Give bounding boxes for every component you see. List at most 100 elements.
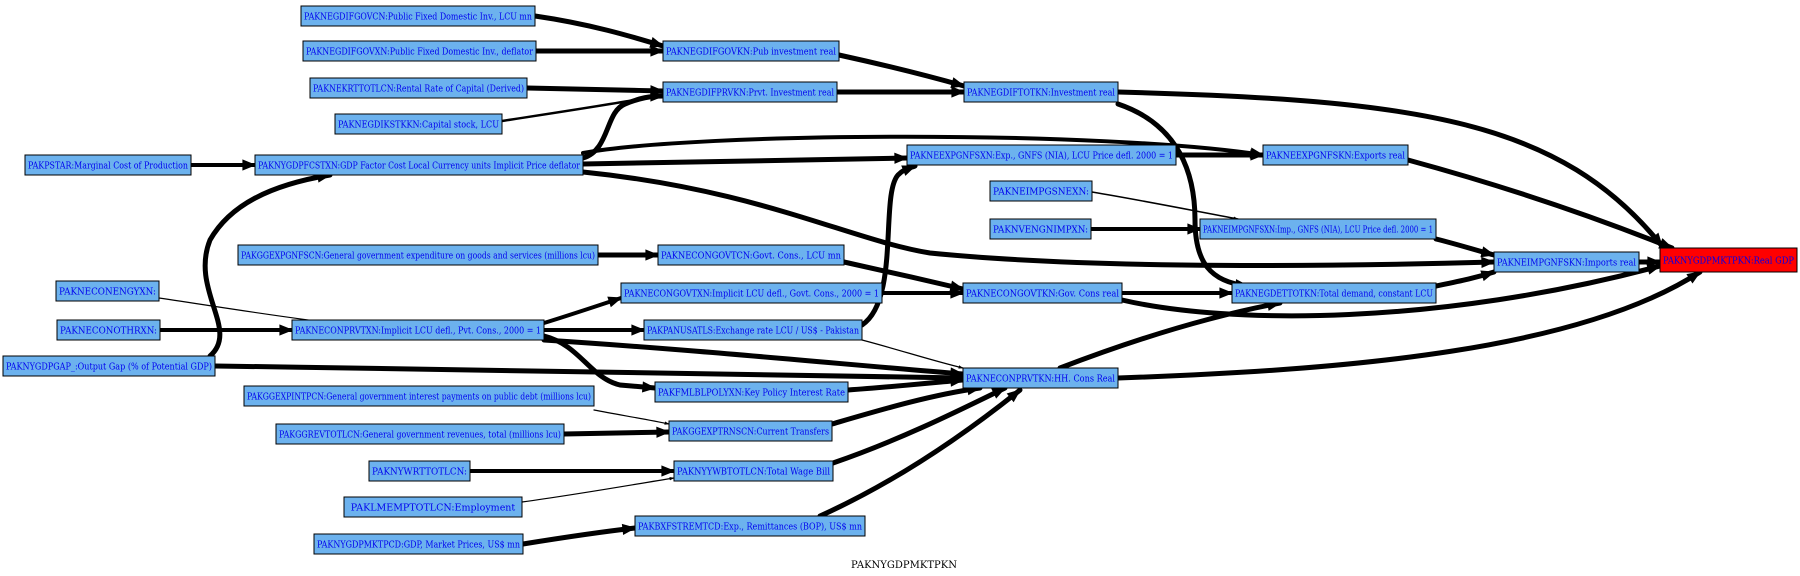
graph-node[interactable]: PAKNEGDIFGOVXN:Public Fixed Domestic Inv…	[302, 40, 537, 62]
node-label: PAKNEKRTTOTLCN:Rental Rate of Capital (D…	[313, 84, 524, 95]
edge-n31-to-n34	[1057, 299, 1283, 371]
graph-node[interactable]: PAKNEIMPGNFSXN:Imp., GNFS (NIA), LCU Pri…	[1199, 218, 1437, 240]
node-box	[24, 154, 192, 176]
graph-node[interactable]: PAKNECONENGYXN:	[55, 280, 160, 302]
graph-node[interactable]: PAKNYGDPFCSTXN:GDP Factor Cost Local Cur…	[254, 154, 584, 176]
graph-node[interactable]: PAKNYWRTTOTLCN:	[368, 460, 471, 482]
target-node[interactable]: PAKNYGDPMKTPKN:Real GDP	[1659, 247, 1798, 273]
node-box	[662, 81, 838, 103]
edge-n22-to-n31	[845, 375, 966, 393]
graph-node[interactable]: PAKNECONGOVTCN:Govt. Cons., LCU mn	[657, 244, 845, 266]
graph-node[interactable]: PAKNECONPRVTXN:Implicit LCU defl., Pvt. …	[291, 319, 545, 341]
node-label: PAKNECONPRVTXN:Implicit LCU defl., Pvt. …	[295, 326, 541, 337]
graph-node[interactable]: PAKPANUSATLS:Exchange rate LCU / US$ - P…	[643, 319, 863, 341]
node-box	[302, 40, 537, 62]
node-label: PAKPSTAR:Marginal Cost of Production	[28, 161, 188, 172]
edge-n6-to-n32	[581, 134, 1265, 159]
edge-n19-to-n31	[541, 337, 966, 379]
edge-n33-to-n35	[1433, 236, 1497, 258]
edge-n3-to-n17	[524, 85, 666, 97]
graph-node[interactable]: PAKGGEXPTRNSCN:Current Transfers	[668, 420, 833, 442]
node-box	[368, 460, 471, 482]
node-label: PAKNECONGOVTXN:Implicit LCU defl., Govt.…	[624, 289, 879, 300]
graph-node[interactable]: PAKNEGDIKSTKKN:Capital stock, LCU	[334, 113, 503, 135]
graph-node[interactable]: PAKNEGDETTOTKN:Total demand, constant LC…	[1231, 282, 1437, 304]
edge-n6-to-n27	[580, 152, 910, 167]
graph-node[interactable]: PAKNEIMPGSNEXN:	[989, 180, 1093, 202]
node-label: PAKNECONGOVTKN:Gov. Cons real	[966, 289, 1119, 300]
node-label: PAKNYGDPFCSTXN:GDP Factor Cost Local Cur…	[258, 161, 580, 172]
graph-node[interactable]: PAKNYGDPMKTPCD:GDP, Market Prices, US$ m…	[313, 533, 524, 555]
edge-n19-to-n20	[542, 296, 623, 325]
graph-node[interactable]: PAKGGEXPINTPCN:General government intere…	[243, 385, 595, 407]
graph-node[interactable]: PAKNYGDPGAP_:Output Gap (% of Potential …	[2, 355, 216, 377]
node-box	[243, 385, 595, 407]
graph-node[interactable]: PAKBXFSTREMTCD:Exp., Remittances (BOP), …	[634, 515, 866, 537]
graph-node[interactable]: PAKNEEXPGNFSXN:Exp., GNFS (NIA), LCU Pri…	[906, 144, 1177, 166]
node-label: PAKNEGDIFGOVKN:Pub investment real	[666, 47, 836, 58]
node-label: PAKNEGDIFTOTKN:Investment real	[967, 88, 1115, 99]
node-box	[237, 244, 599, 266]
node-box	[906, 144, 1177, 166]
node-box	[1231, 282, 1437, 304]
graph-node[interactable]: PAKLMEMPTOTLCN:Employment	[343, 496, 523, 518]
edge-n6-to-n17	[580, 90, 666, 161]
node-box	[334, 113, 503, 135]
node-label: PAKNECONGOVTCN:Govt. Cons., LCU mn	[661, 251, 841, 262]
node-box	[275, 423, 565, 445]
edge-n25-to-n31	[817, 387, 1023, 519]
node-label: PAKPANUSATLS:Exchange rate LCU / US$ - P…	[647, 326, 859, 337]
graph-node[interactable]: PAKNEGDIFGOVCN:Public Fixed Domestic Inv…	[300, 5, 536, 27]
node-box	[989, 180, 1093, 202]
node-box	[963, 81, 1119, 103]
edge-n12-to-n23	[561, 426, 672, 438]
node-box	[1199, 218, 1437, 240]
graph-node[interactable]: PAKNEEXPGNFSKN:Exports real	[1262, 144, 1409, 166]
edge-n24-to-n31	[830, 385, 1008, 466]
graph-node[interactable]: PAKNVENGNIMPXN:	[989, 218, 1092, 240]
graph-node[interactable]: PAKNEGDIFPRVKN:Prvt. Investment real	[662, 81, 838, 103]
edges-layer	[158, 13, 1703, 547]
node-label: PAKNEGDIFGOVCN:Public Fixed Domestic Inv…	[304, 12, 532, 23]
node-label: PAKNEIMPGNFSKN:Imports real	[1497, 258, 1636, 269]
node-box	[1493, 251, 1640, 273]
node-label: PAKNVENGNIMPXN:	[993, 225, 1088, 236]
edge-n26-to-n34	[1115, 101, 1251, 291]
node-label: PAKGGEXPINTPCN:General government intere…	[247, 392, 591, 403]
node-box	[673, 460, 834, 482]
edge-n11-to-n23	[593, 409, 670, 425]
node-label: PAKNEEXPGNFSXN:Exp., GNFS (NIA), LCU Pri…	[910, 151, 1173, 162]
graph-node[interactable]: PAKFMLBLPOLYXN:Key Policy Interest Rate	[654, 381, 849, 403]
node-label: PAKNECONPRVTKN:HH. Cons Real	[966, 374, 1115, 385]
node-label: PAKGGREVTOTLCN:General government revenu…	[279, 430, 561, 441]
node-box	[309, 77, 528, 99]
node-label: PAKNYGDPMKTPKN:Real GDP	[1663, 256, 1795, 267]
graph-node[interactable]: PAKNEIMPGNFSKN:Imports real	[1493, 251, 1640, 273]
node-label: PAKNYWRTTOTLCN:	[372, 467, 467, 478]
graph-node[interactable]: PAKNEKRTTOTLCN:Rental Rate of Capital (D…	[309, 77, 528, 99]
node-box	[1262, 144, 1409, 166]
node-label: PAKGGEXPGNFSCN:General government expend…	[241, 251, 595, 262]
node-label: PAKNEGDIKSTKKN:Capital stock, LCU	[338, 120, 499, 131]
edge-n6-to-n35	[580, 169, 1497, 268]
graph-node[interactable]: PAKNECONPRVTKN:HH. Cons Real	[962, 367, 1119, 389]
node-label: PAKNEGDETTOTKN:Total demand, constant LC…	[1235, 289, 1433, 300]
node-label: PAKNECONOTHRXN:	[60, 326, 157, 337]
node-label: PAKFMLBLPOLYXN:Key Policy Interest Rate	[658, 388, 845, 399]
graph-node[interactable]: PAKNECONGOVTKN:Gov. Cons real	[962, 282, 1123, 304]
graph-node[interactable]: PAKNECONOTHRXN:	[56, 319, 161, 341]
node-box	[643, 319, 863, 341]
graph-node[interactable]: PAKNYYWBTOTLCN:Total Wage Bill	[673, 460, 834, 482]
edge-n28-to-n33	[1091, 191, 1239, 220]
node-label: PAKBXFSTREMTCD:Exp., Remittances (BOP), …	[638, 522, 862, 533]
graph-node[interactable]: PAKPSTAR:Marginal Cost of Production	[24, 154, 192, 176]
graph-node[interactable]: PAKNEGDIFGOVKN:Pub investment real	[662, 40, 840, 62]
node-box	[291, 319, 545, 341]
node-box	[300, 5, 536, 27]
graph-node[interactable]: PAKGGEXPGNFSCN:General government expend…	[237, 244, 599, 266]
edge-n23-to-n31	[829, 384, 983, 427]
graph-node[interactable]: PAKNECONGOVTXN:Implicit LCU defl., Govt.…	[620, 282, 883, 304]
graph-node[interactable]: PAKGGREVTOTLCN:General government revenu…	[275, 423, 565, 445]
graph-node[interactable]: PAKNEGDIFTOTKN:Investment real	[963, 81, 1119, 103]
nodes-layer: PAKNEGDIFGOVCN:Public Fixed Domestic Inv…	[2, 5, 1798, 555]
